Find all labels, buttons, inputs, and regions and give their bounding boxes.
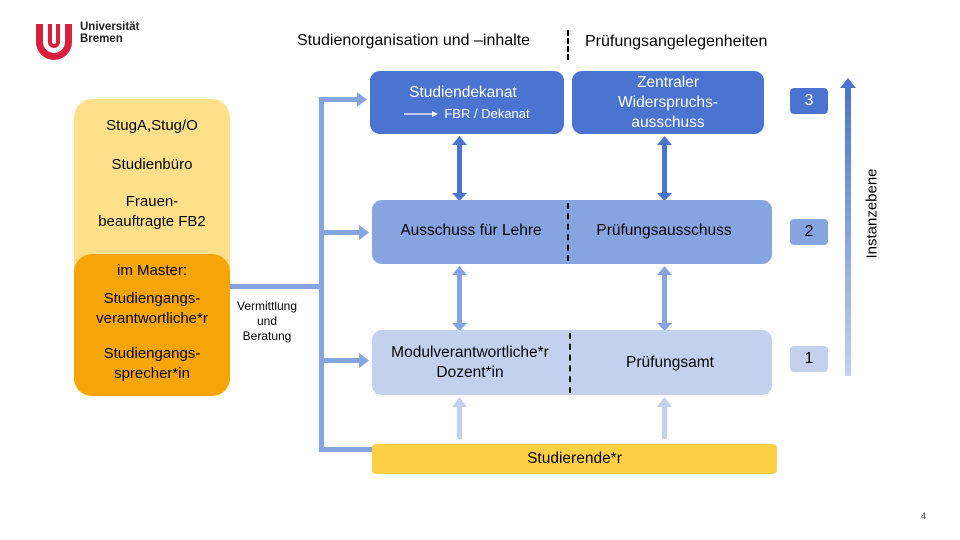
header-divider [567, 30, 569, 60]
master-label: im Master: [116, 262, 187, 279]
arrow-down-icon [657, 323, 672, 331]
arrow-down-icon [452, 323, 467, 331]
widerspruch-line1: Zentraler [636, 73, 700, 91]
box-level1 [372, 330, 772, 395]
box-widerspruchsausschuss: Zentraler Widerspruchs- ausschuss [572, 71, 764, 134]
arrow-down-icon [452, 193, 467, 201]
link-student-left [457, 405, 462, 439]
arrow-up-icon [657, 266, 672, 275]
axis-arrowhead-icon [840, 78, 856, 88]
level-badge-3: 3 [790, 88, 828, 114]
widerspruch-line2: Widerspruchs- [618, 93, 718, 111]
connector-trunk [319, 97, 324, 452]
level2-divider [567, 203, 569, 261]
link-3-2-right [662, 143, 667, 195]
branch-level3 [319, 97, 359, 102]
arrow-level3-icon [357, 92, 367, 107]
header-studienorganisation: Studienorganisation und –inhalte [297, 32, 531, 49]
modulverantwortliche-line2: Dozent*in [436, 364, 504, 381]
master-item-2b: sprecher*in [114, 365, 190, 382]
master-item-2a: Studiengangs- [103, 345, 201, 362]
connector-horizontal [230, 284, 324, 289]
link-student-right [662, 405, 667, 439]
studiendekanat-sub: FBR / Dekanat [404, 106, 530, 121]
page-number: 4 [921, 511, 927, 521]
university-name-line1: Universität [80, 21, 140, 33]
pruefungsausschuss: Prüfungsausschuss [596, 222, 732, 239]
university-name: Universität Bremen [80, 21, 139, 45]
university-name-line2: Bremen [80, 33, 123, 45]
box-studiendekanat: Studiendekanat FBR / Dekanat [370, 71, 564, 134]
arrow-level1-icon [359, 353, 369, 368]
master-item-1a: Studiengangs- [103, 290, 201, 307]
branch-student [319, 447, 372, 452]
master-panel [74, 254, 230, 396]
branch-level1 [319, 358, 361, 363]
instanzebene-axis [845, 86, 851, 376]
widerspruch-line3: ausschuss [631, 113, 705, 131]
arrow-up-icon [452, 397, 467, 407]
instanzebene-label: Instanzebene [863, 168, 881, 259]
support-item-stuga: StugA,Stug/O [106, 117, 198, 134]
link-3-2-left [457, 143, 462, 195]
master-item-1b: verantwortliche*r [96, 310, 208, 327]
link-2-1-right [662, 273, 667, 325]
modulverantwortliche-line1: Modulverantwortliche*r [391, 344, 549, 361]
link-2-1-left [457, 273, 462, 325]
header-pruefung: Prüfungsangelegenheiten [585, 33, 768, 50]
support-item-frauen-2: beauftragte FB2 [98, 213, 206, 230]
arrow-up-icon [657, 397, 672, 407]
studiendekanat-title: Studiendekanat [409, 84, 517, 101]
ausschuss-lehre: Ausschuss für Lehre [400, 222, 542, 239]
arrow-down-icon [657, 193, 672, 201]
modulverantwortliche: Modulverantwortliche*r Dozent*in [372, 343, 568, 383]
fbr-dekanat-label: FBR / Dekanat [444, 106, 530, 121]
vermittlung-label: Vermittlung und Beratung [232, 299, 302, 344]
level-badge-2: 2 [790, 219, 828, 245]
pruefungsamt: Prüfungsamt [626, 354, 714, 371]
branch-level2 [319, 230, 361, 235]
arrow-up-icon [452, 266, 467, 275]
arrow-right-icon [404, 110, 439, 117]
vermittlung-line2: und [256, 314, 278, 328]
arrow-up-icon [452, 136, 467, 145]
box-studierende: Studierende*r [372, 444, 777, 474]
support-item-studienbuero: Studienbüro [111, 156, 193, 173]
box-level2 [372, 200, 772, 264]
arrow-level2-icon [359, 225, 369, 240]
level-badge-1: 1 [790, 346, 828, 372]
university-logo-icon [36, 24, 72, 60]
support-item-frauen-1: Frauen- [125, 193, 179, 210]
arrow-up-icon [657, 136, 672, 145]
level1-divider [569, 333, 571, 393]
vermittlung-line3: Beratung [242, 329, 292, 343]
vermittlung-line1: Vermittlung [236, 299, 298, 313]
